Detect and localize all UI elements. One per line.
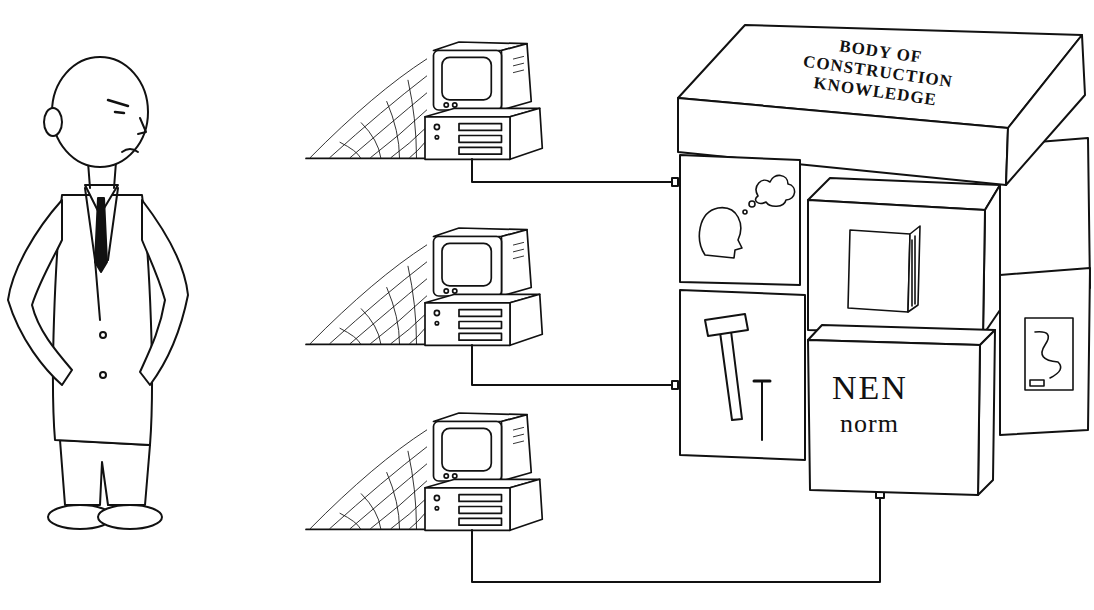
computer (306, 42, 542, 159)
knowledge-cube (678, 25, 1090, 495)
computer (306, 228, 542, 345)
slab-title: BODY OF CONSTRUCTION KNOWLEDGE (795, 31, 962, 113)
computer (306, 413, 542, 530)
knowledge-slab: BODY OF CONSTRUCTION KNOWLEDGE (795, 31, 962, 113)
norm-word: norm (832, 408, 976, 440)
man-figure (8, 57, 188, 529)
norm-code: NEN (832, 368, 976, 408)
norm-block: NENnorm (812, 346, 976, 488)
